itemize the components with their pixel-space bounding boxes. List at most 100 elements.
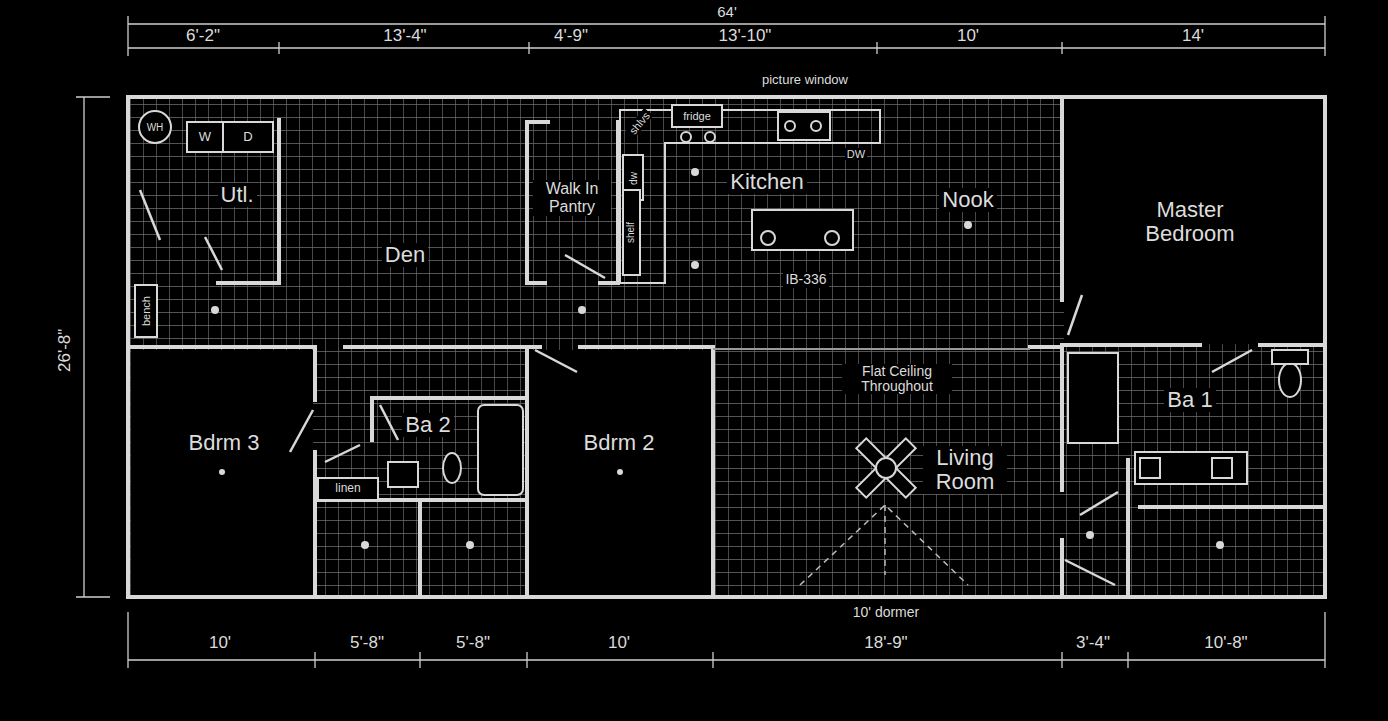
room-label: Walk In Pantry — [533, 180, 611, 215]
dimension-line — [876, 42, 877, 54]
ceiling-fan — [876, 458, 896, 478]
wall — [527, 281, 545, 285]
label-text: 18'-9" — [862, 634, 909, 653]
fixture-label: IB-336 — [783, 272, 828, 287]
dimension-line — [76, 96, 110, 97]
dimension-label: 6'-2" — [184, 27, 222, 46]
wall — [711, 347, 715, 597]
dimension-label: 18'-9" — [862, 634, 909, 653]
dimension-line — [1061, 652, 1062, 668]
ceiling-light — [691, 261, 699, 269]
fixture — [1135, 452, 1247, 484]
dimension-label: 10'-8" — [1202, 634, 1249, 653]
wall — [1030, 345, 1062, 349]
door-swing — [140, 190, 1252, 585]
fixture — [620, 110, 880, 283]
room-name: Bdrm 2 — [581, 431, 658, 455]
ceiling-light — [211, 306, 219, 314]
room-label: Kitchen — [727, 170, 806, 194]
ceiling-fan — [856, 438, 915, 497]
room-label: Den — [382, 243, 428, 267]
dimension-label: 13'-4" — [381, 27, 428, 46]
room-name: Kitchen — [727, 170, 806, 194]
fixture — [388, 462, 418, 487]
beam-line — [713, 348, 1030, 350]
fixture-label: linen — [333, 482, 362, 495]
fixture — [1279, 363, 1301, 397]
ceiling-light — [1216, 541, 1224, 549]
wall — [1260, 343, 1325, 347]
label-text: 5'-8" — [348, 634, 386, 653]
fixture-label: bench — [140, 294, 152, 328]
ceiling-light — [964, 221, 972, 229]
fixture — [761, 231, 775, 245]
floor-tile — [529, 350, 711, 595]
fixture — [811, 121, 821, 131]
ceiling-light — [1086, 531, 1094, 539]
door-swing — [325, 445, 360, 462]
ceiling-light — [466, 541, 474, 549]
dimension-label: 5'-8" — [348, 634, 386, 653]
ceiling-fan — [856, 438, 915, 497]
label-text: 10' — [955, 27, 981, 46]
label-text: D — [241, 130, 254, 144]
dimension-line — [1324, 16, 1325, 56]
door-swing — [205, 237, 222, 270]
ceiling-note: Flat Ceiling Throughout — [842, 364, 952, 395]
label-text: bench — [140, 294, 152, 328]
room-name: Walk In Pantry — [533, 180, 611, 215]
room-label: Utl. — [218, 183, 257, 207]
label-text: W — [197, 130, 213, 144]
fixture-label: WH — [145, 122, 166, 133]
door-swing — [290, 410, 313, 452]
wall — [600, 281, 618, 285]
ceiling-light — [578, 306, 586, 314]
dormer-outline — [800, 505, 968, 585]
fixture — [135, 105, 1308, 500]
dimension-label: 10' — [207, 634, 233, 653]
fixture — [1140, 458, 1160, 478]
beam-line — [713, 348, 1030, 350]
room-label: Ba 2 — [402, 413, 453, 437]
room-name: Ba 2 — [402, 413, 453, 437]
dormer-note: 10' dormer — [851, 605, 921, 620]
label-text: IB-336 — [783, 272, 828, 287]
dimension-label: 14' — [1180, 27, 1206, 46]
label-text: linen — [333, 482, 362, 495]
label-text: DW — [845, 148, 867, 160]
ceiling-light — [361, 541, 369, 549]
ceiling-light — [617, 469, 623, 475]
wall — [372, 396, 527, 400]
wall — [313, 347, 317, 400]
wall — [1140, 505, 1325, 509]
fixture-label: W — [197, 130, 213, 144]
fixture-label: fridge — [681, 110, 713, 122]
wall — [525, 347, 529, 597]
dimension-label: 4'-9" — [552, 27, 590, 46]
label-text: 6'-2" — [184, 27, 222, 46]
fixture — [705, 132, 715, 142]
label-text: 13'-10" — [717, 27, 774, 46]
door-swing — [140, 190, 160, 240]
fixture — [223, 122, 273, 152]
room-name: Den — [382, 243, 428, 267]
room-label: Nook — [939, 188, 996, 212]
label-text: 13'-4" — [381, 27, 428, 46]
room-name: Bdrm 3 — [186, 431, 263, 455]
door-swing — [380, 405, 398, 440]
dimension-label: 10' — [606, 634, 632, 653]
label-text: fridge — [681, 110, 713, 122]
room-name: Master Bedroom — [1133, 198, 1248, 246]
fixture — [1068, 353, 1118, 443]
floor-tile — [128, 97, 1325, 597]
floor-tile — [131, 350, 313, 595]
fixture — [1212, 458, 1232, 478]
fixture-label: D — [241, 130, 254, 144]
fixture-label: DW — [845, 148, 867, 160]
dimension-line — [1127, 652, 1128, 668]
label-text: 4'-9" — [552, 27, 590, 46]
label-text: WH — [145, 122, 166, 133]
door-swing — [1068, 295, 1082, 335]
wall — [313, 452, 317, 597]
fixture — [672, 105, 722, 127]
